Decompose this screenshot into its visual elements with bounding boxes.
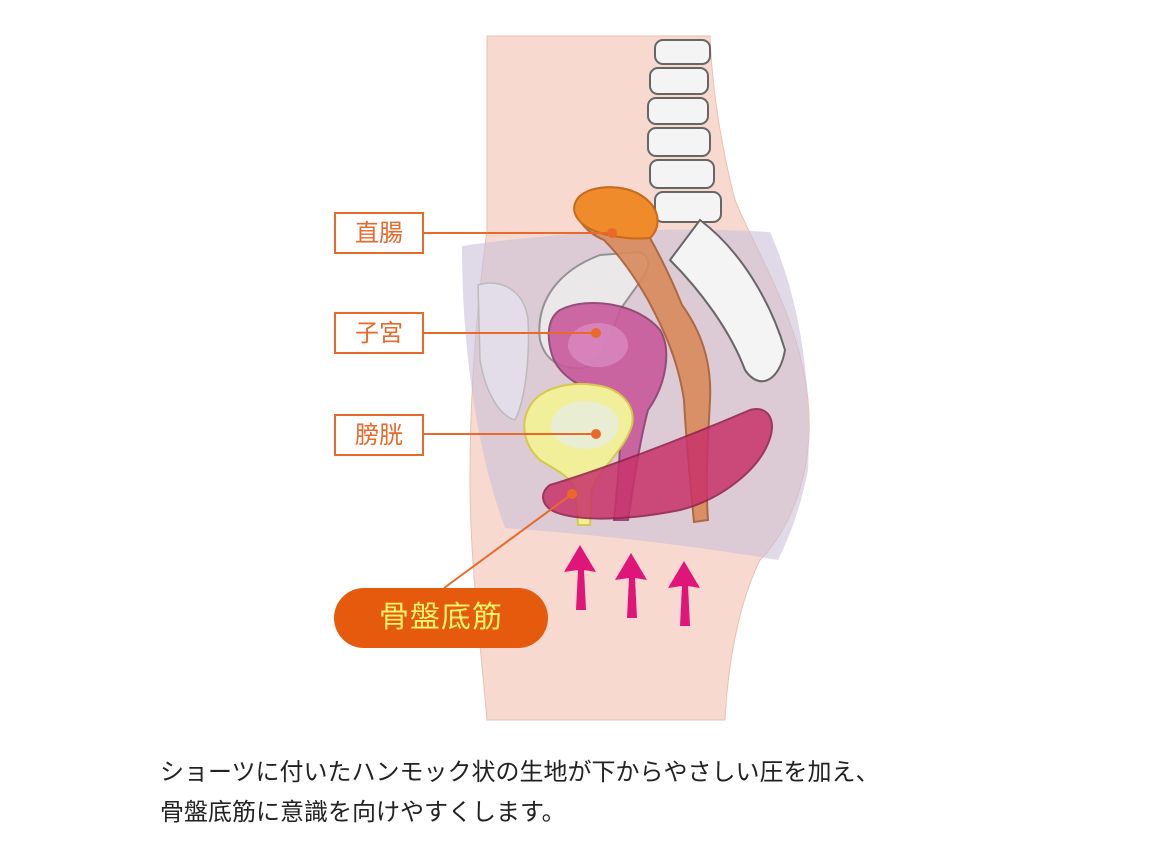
spine [647, 39, 787, 383]
leader-lines [424, 232, 612, 589]
pubic-bone [477, 282, 530, 421]
pelvic-floor-muscle [542, 408, 773, 520]
pelvic-floor-badge: 骨盤底筋 [334, 588, 548, 648]
pelvic-anatomy-illustration [424, 35, 810, 721]
bladder-marker [591, 429, 601, 439]
bladder-label: 膀胱 [334, 414, 424, 456]
rectum-label: 直腸 [334, 212, 424, 254]
uterus-marker [591, 328, 601, 338]
caption-line-2: 骨盤底筋に意識を向けやすくします。 [160, 798, 566, 826]
uterus-label: 子宮 [334, 312, 424, 354]
rectum-marker [607, 228, 617, 238]
upward-arrow-icon [564, 545, 700, 626]
caption: ショーツに付いたハンモック状の生地が下からやさしい圧を加え、 骨盤底筋に意識を向… [160, 752, 1060, 832]
caption-line-1: ショーツに付いたハンモック状の生地が下からやさしい圧を加え、 [160, 758, 880, 786]
pelvic-floor-marker [567, 489, 577, 499]
